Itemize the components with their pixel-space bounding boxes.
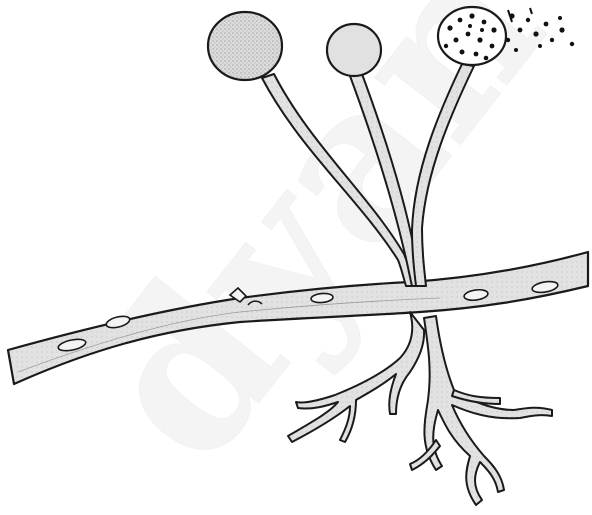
sporangium-stippled: [208, 12, 282, 80]
watermark: dyan: [48, 0, 591, 505]
sporangium-plain: [327, 24, 381, 76]
svg-text:dyan: dyan: [48, 0, 591, 505]
